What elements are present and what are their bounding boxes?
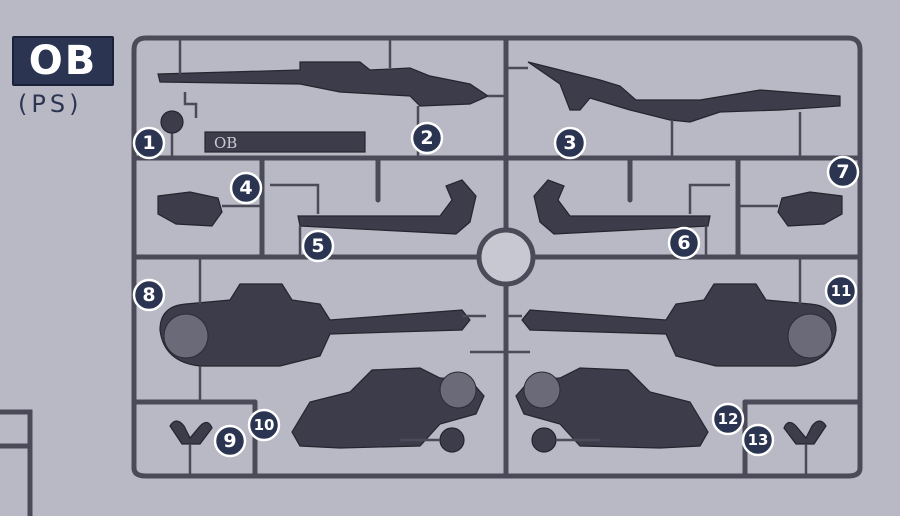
svg-text:12: 12 — [718, 410, 739, 428]
part-9-shape — [169, 420, 213, 445]
part-7-shape — [777, 191, 843, 227]
svg-text:7: 7 — [836, 161, 849, 183]
part-1-shape — [160, 110, 184, 134]
part-number-13: 13 — [741, 423, 775, 457]
part-5-shape — [297, 179, 477, 235]
part-6-shape — [533, 179, 711, 235]
part-10-shape — [291, 367, 485, 449]
svg-text:13: 13 — [748, 431, 769, 449]
part-number-7: 7 — [826, 155, 860, 189]
part-number-10: 10 — [247, 408, 281, 442]
part-number-8: 8 — [132, 278, 166, 312]
part-2-shape — [157, 61, 490, 107]
svg-text:10: 10 — [254, 416, 275, 434]
svg-text:8: 8 — [142, 284, 155, 306]
part-number-6: 6 — [667, 226, 701, 260]
svg-text:2: 2 — [420, 127, 433, 149]
part-number-11: 11 — [824, 274, 858, 308]
svg-text:6: 6 — [677, 232, 690, 254]
svg-text:1: 1 — [142, 132, 155, 154]
part-number-12: 12 — [711, 402, 745, 436]
part-12-shape — [515, 367, 709, 449]
part-number-9: 9 — [213, 424, 247, 458]
svg-text:11: 11 — [831, 282, 852, 300]
svg-text:3: 3 — [563, 132, 576, 154]
part-number-5: 5 — [301, 229, 335, 263]
svg-text:4: 4 — [239, 177, 252, 199]
part-number-2: 2 — [410, 121, 444, 155]
svg-text:5: 5 — [311, 235, 324, 257]
runner-hub — [476, 227, 536, 287]
part-number-1: 1 — [132, 126, 166, 160]
part-13-shape — [783, 420, 827, 445]
part-11-shape — [521, 283, 837, 367]
neighbour-sprue-edge — [0, 409, 33, 516]
part-4-shape — [157, 191, 223, 227]
part-3-shape — [527, 61, 841, 123]
runner-frame — [131, 35, 863, 479]
molded-tag-text: OB — [214, 134, 237, 152]
svg-text:9: 9 — [223, 430, 236, 452]
part-number-4: 4 — [229, 171, 263, 205]
sprue-code-badge: OB — [12, 36, 114, 86]
part-number-3: 3 — [553, 126, 587, 160]
sprue-material-label: (PS) — [18, 90, 83, 118]
molded-tag-plate — [204, 131, 366, 153]
part-8-shape — [159, 283, 471, 367]
